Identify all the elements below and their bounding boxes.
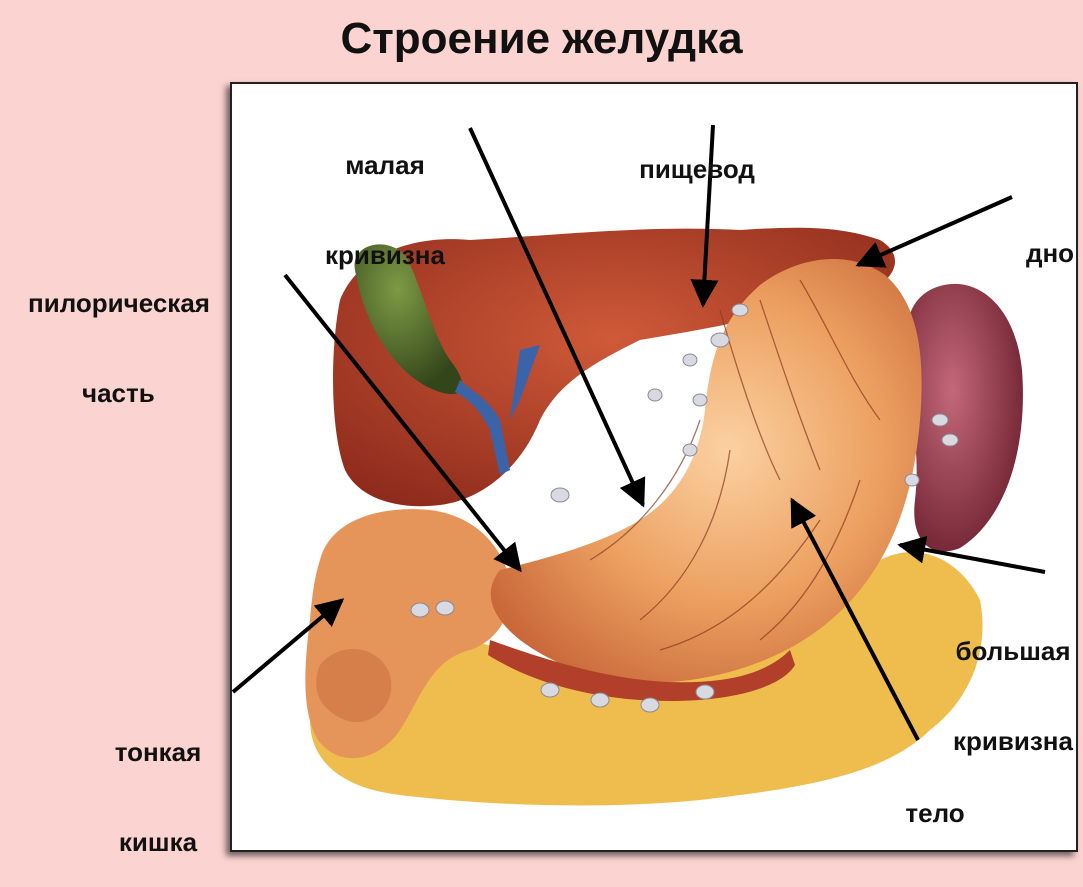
label-greater-curvature-line1: большая bbox=[944, 636, 1082, 666]
arrow-fundus bbox=[858, 197, 1012, 265]
label-small-intestine-line1: тонкая bbox=[96, 737, 220, 767]
label-small-intestine-line2: кишка bbox=[96, 827, 220, 857]
label-fundus-text: дно bbox=[1020, 238, 1080, 268]
label-esophagus-text: пищевод bbox=[622, 154, 772, 184]
label-lesser-curvature-line1: малая bbox=[315, 150, 455, 180]
spleen-shape bbox=[905, 284, 1023, 552]
label-lesser-curvature: малая кривизна bbox=[315, 90, 455, 300]
label-pyloric-part: пилорическая часть bbox=[8, 228, 230, 438]
label-lesser-curvature-line2: кривизна bbox=[315, 240, 455, 270]
label-small-intestine: тонкая кишка bbox=[96, 677, 220, 887]
label-body: тело bbox=[890, 738, 980, 858]
label-fundus: дно bbox=[1020, 178, 1080, 298]
label-pyloric-line1: пилорическая bbox=[8, 288, 230, 318]
label-body-text: тело bbox=[890, 798, 980, 828]
label-esophagus: пищевод bbox=[622, 94, 772, 214]
label-pyloric-line2: часть bbox=[8, 378, 230, 408]
